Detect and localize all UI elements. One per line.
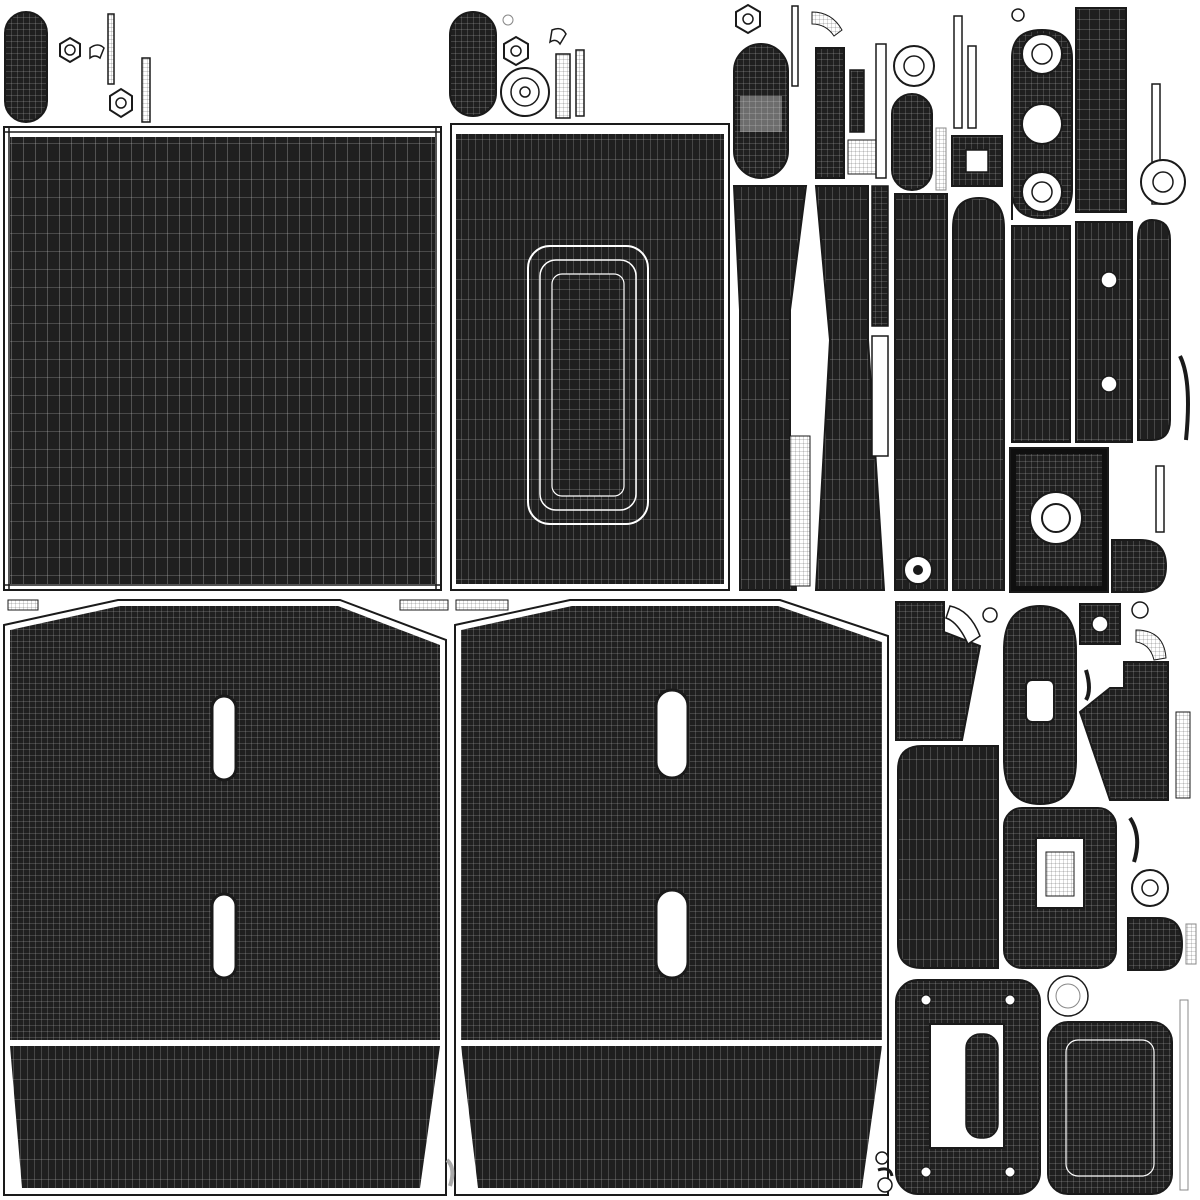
hex-nut-hole [64,44,76,56]
slot-hole [210,892,238,980]
right-column-top-parts [733,3,1003,191]
top-left-small-parts [4,11,151,123]
large-panel-a [3,126,442,611]
slot-hole [210,694,238,782]
slotted-panel-left [3,599,447,1196]
right-column-tall-strips [732,185,1005,591]
bracket-island [89,44,105,60]
small-strip-island [141,57,151,123]
slot-hole [654,888,690,980]
bolt-hole [1100,271,1118,289]
top-center-small-parts [449,11,585,119]
lower-right-cluster [895,601,1197,1195]
small-strip-island [107,13,115,85]
slot-hole [654,688,690,780]
hex-nut-hole [115,97,127,109]
recessed-panel-b [450,123,730,611]
between-panel-parts [399,599,894,1193]
slotted-panel-right [454,599,889,1196]
rounded-strip-island [4,11,48,123]
bolt-hole [1100,375,1118,393]
right-column-mid-parts [1009,7,1190,593]
